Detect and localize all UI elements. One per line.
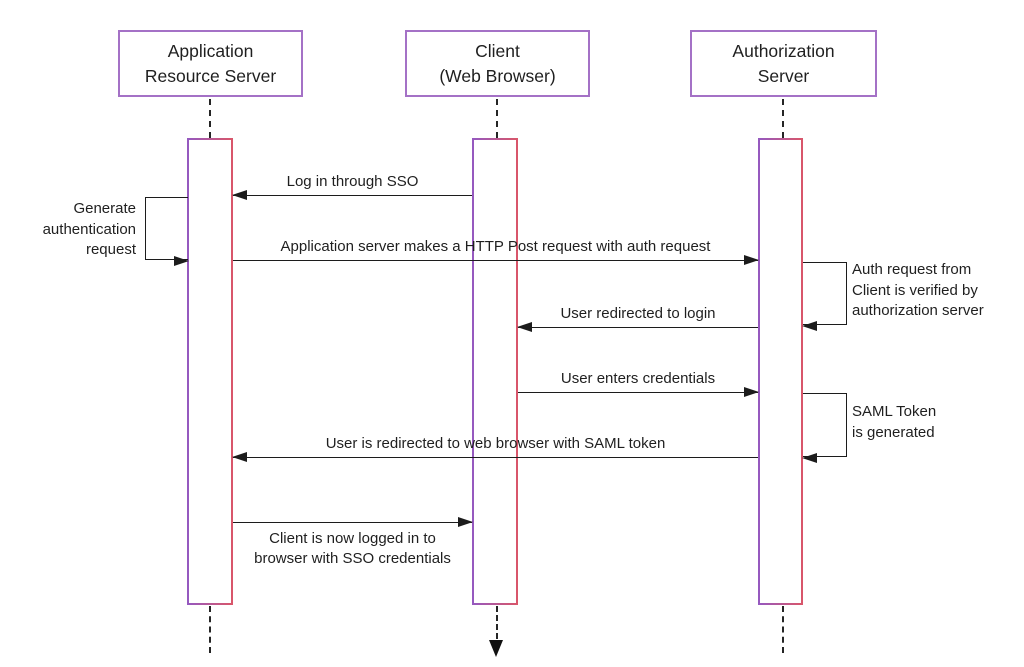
message-label: Log in through SSO	[286, 172, 419, 190]
message-line	[233, 195, 472, 196]
arrowhead	[802, 320, 817, 331]
self-loop-label: SAML Token is generated	[852, 403, 937, 441]
activation-bar-client	[472, 138, 518, 605]
arrowhead	[744, 255, 759, 266]
message-label: Application server makes a HTTP Post req…	[280, 237, 711, 255]
lifeline-end-arrow-icon	[489, 640, 503, 657]
arrowhead	[802, 452, 817, 463]
message-line	[518, 327, 758, 328]
lifeline-client-bottom	[496, 606, 498, 639]
lifeline-client-top	[496, 99, 498, 138]
arrowhead	[174, 255, 189, 266]
message-label: User redirected to login	[560, 304, 716, 322]
lifeline-application-bottom	[209, 606, 211, 653]
actor-label: Authorization Server	[732, 41, 835, 86]
actor-box-application-resource-server: Application Resource Server	[118, 30, 303, 97]
self-loop-auth-request-verified	[802, 262, 847, 331]
lifeline-authorization-top	[782, 99, 784, 138]
actor-box-client-web-browser: Client (Web Browser)	[405, 30, 590, 97]
message-line	[233, 522, 472, 523]
self-loop-label: Generate authentication request	[42, 200, 136, 259]
arrowhead	[232, 452, 247, 463]
actor-label: Client (Web Browser)	[439, 41, 556, 86]
self-loop-generate-auth-request	[145, 197, 189, 266]
actor-label: Application Resource Server	[144, 41, 277, 86]
self-loop-label: Auth request from Client is verified by …	[852, 261, 984, 320]
activation-bar-authorization	[758, 138, 803, 605]
message-label: User enters credentials	[560, 369, 716, 387]
arrowhead	[232, 190, 247, 201]
lifeline-authorization-bottom	[782, 606, 784, 653]
message-label: User is redirected to web browser with S…	[325, 434, 666, 452]
actor-box-authorization-server: Authorization Server	[690, 30, 877, 97]
self-loop-saml-token-generated	[802, 393, 847, 463]
arrowhead	[744, 387, 759, 398]
message-line	[233, 260, 758, 261]
arrowhead	[517, 322, 532, 333]
lifeline-application-top	[209, 99, 211, 138]
message-line	[518, 392, 758, 393]
activation-bar-application	[187, 138, 233, 605]
message-line	[233, 457, 758, 458]
message-label: Client is now logged in to browser with …	[254, 530, 451, 567]
arrowhead	[458, 517, 473, 528]
